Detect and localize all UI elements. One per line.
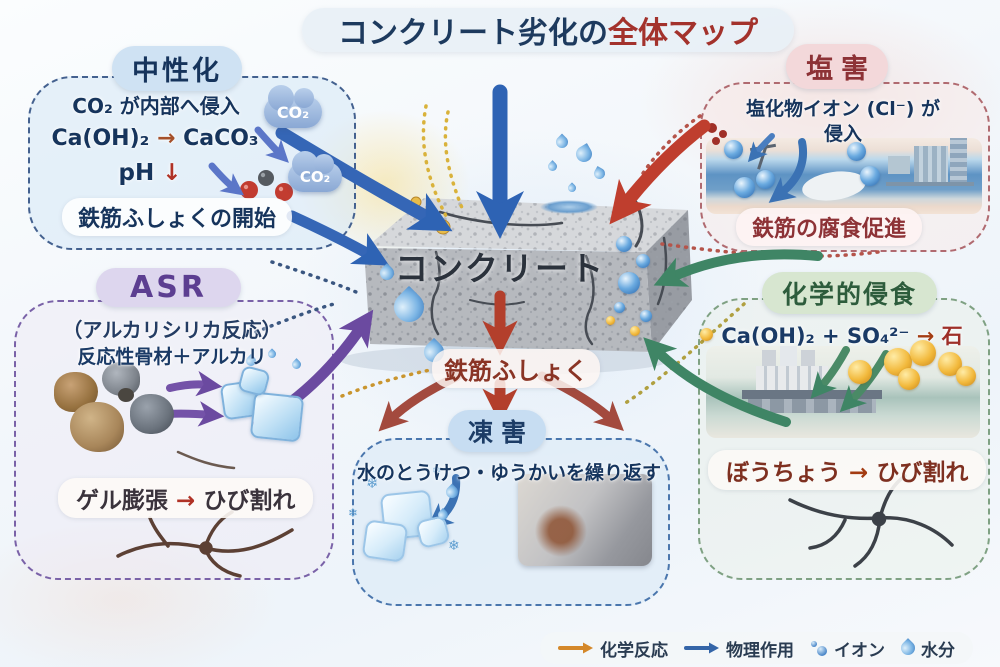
chloride-ion-icon <box>860 166 880 186</box>
legend: 化学反応 物理作用 イオン 水分 <box>540 632 973 664</box>
page-title: コンクリート劣化の 全体マップ <box>302 8 794 52</box>
chemical-result-left: ぼうちょう <box>726 460 841 486</box>
chemical-result: ぼうちょう → ひび割れ <box>708 450 987 490</box>
freeze-line1: 水のとうけつ・ゆうかいを繰り返す <box>356 462 661 484</box>
sulfate-ball-icon <box>910 340 936 366</box>
snowflake-icon: ❄ <box>432 464 442 477</box>
asr-result-arrow-icon: → <box>176 488 196 514</box>
salt-damage-header: 塩害 <box>786 44 888 89</box>
co2-cloud-label: CO₂ <box>299 168 331 186</box>
chemical-result-right: ひび割れ <box>876 460 969 486</box>
neutralization-line1: CO₂ が内部へ侵入 <box>72 94 240 118</box>
formula-right: 石 <box>941 324 963 348</box>
legend-item-physical: 物理作用 <box>684 636 794 661</box>
water-drop-icon <box>898 638 918 658</box>
green-arrow-plant-1 <box>810 346 850 399</box>
neutralization-header: 中性化 <box>112 46 242 91</box>
formula-left: Ca(OH)₂ + SO₄²⁻ <box>721 324 910 348</box>
purple-arrow-gel-upper <box>166 370 223 397</box>
plant-tower-icon <box>780 346 797 368</box>
reaction-arrow-icon: → <box>156 126 176 151</box>
legend-label: 物理作用 <box>726 640 794 661</box>
ion-bubble-icon <box>614 302 625 313</box>
snowflake-icon: ❄ <box>366 474 379 492</box>
neutralization-reaction: Ca(OH)₂ → CaCO₃ <box>30 126 280 151</box>
aggregate-stone-icon <box>130 394 174 434</box>
blue-arrow-cloud <box>254 126 289 163</box>
building-icon <box>914 146 948 182</box>
reaction-right: CaCO₃ <box>183 126 259 151</box>
chemical-result-arrow-icon: → <box>849 460 869 486</box>
asr-line1: 反応性骨材＋アルカリ <box>77 346 267 368</box>
ion-bubble-yellow-icon <box>630 326 640 336</box>
co2-cloud-label: CO₂ <box>276 102 310 122</box>
chloride-ion-icon <box>734 177 755 198</box>
blue-arrow-neutralization-to-block <box>286 210 390 266</box>
legend-label: イオン <box>834 640 885 661</box>
co2-molecule-icon <box>240 170 293 201</box>
reaction-left: Ca(OH)₂ <box>51 126 150 151</box>
ph-drop: pH ↓ <box>90 160 210 186</box>
sulfate-ball-icon <box>956 366 976 386</box>
legend-label: 水分 <box>921 640 955 661</box>
chemical-erosion-header: 化学的侵食 <box>762 272 938 314</box>
corrosion-label: 鉄筋ふしょく <box>432 349 600 388</box>
asr-subtitle: （アルカリシリカ反応） <box>62 318 282 342</box>
chloride-ion-icon <box>847 142 866 161</box>
asr-gel-icon <box>249 391 305 443</box>
blue-arrow-chloride-large <box>768 138 807 203</box>
co2-cloud-icon: CO₂ <box>288 151 342 192</box>
green-arrow-plant-2 <box>839 350 890 413</box>
orange-arrow-icon <box>558 642 593 654</box>
neutralization-result: 鉄筋ふしょくの開始 <box>62 198 293 236</box>
legend-label: 化学反応 <box>600 640 668 661</box>
asr-result-left: ゲル膨張 <box>76 488 168 514</box>
legend-item-chemical: 化学反応 <box>558 636 668 661</box>
concrete-block-label: コンクリート <box>395 249 605 288</box>
ph-label: pH <box>118 160 155 186</box>
freeze-damage-header: 凍害 <box>448 410 547 452</box>
title-part-navy: コンクリート劣化の <box>338 16 608 51</box>
snowflake-icon: ❄ <box>448 538 460 554</box>
aggregate-stone-icon <box>118 388 134 402</box>
salt-result: 鉄筋の腐食促進 <box>736 208 923 246</box>
puddle-icon <box>540 200 598 214</box>
chloride-ion-icon <box>756 170 775 189</box>
sulfate-ball-icon <box>898 368 920 390</box>
house-icon <box>888 156 910 174</box>
blue-arrow-icon <box>684 642 719 654</box>
legend-item-moisture: 水分 <box>898 636 955 661</box>
green-arrow-lower <box>643 337 791 427</box>
aggregate-stone-icon <box>70 402 124 452</box>
ion-dots-icon <box>810 640 828 656</box>
plant-tower-icon <box>762 350 776 368</box>
title-part-red: 全体マップ <box>608 16 758 51</box>
pier-icon <box>886 182 974 186</box>
asr-result-right: ひび割れ <box>203 488 296 514</box>
blue-arrow-molecule <box>208 162 245 196</box>
salt-line1: 塩化物イオン (Cl⁻) が <box>745 98 941 120</box>
lattice-tower-icon <box>950 138 967 186</box>
ion-bubble-icon <box>640 310 652 322</box>
asr-result: ゲル膨張 → ひび割れ <box>58 478 314 518</box>
red-arrow-salt-to-block <box>609 119 711 225</box>
legend-item-ion: イオン <box>810 636 885 661</box>
asr-gel-crack <box>176 450 236 470</box>
asr-crack-icon <box>116 510 294 578</box>
asr-header: ASR <box>96 268 241 307</box>
salt-line2: 侵入 <box>823 123 862 145</box>
ph-down-arrow-icon: ↓ <box>162 160 182 186</box>
ion-bubble-icon <box>636 254 650 268</box>
plant-tower-icon <box>801 350 815 368</box>
snowflake-icon: ❄ <box>348 506 359 520</box>
sulfate-ball-icon <box>848 360 872 384</box>
ice-cube-icon <box>361 519 409 563</box>
chemical-formula: Ca(OH)₂ + SO₄²⁻ → 石 <box>702 320 982 350</box>
spalled-concrete-icon <box>518 474 652 566</box>
formula-arrow-icon: → <box>916 324 935 348</box>
ion-bubble-yellow-icon <box>606 316 615 325</box>
